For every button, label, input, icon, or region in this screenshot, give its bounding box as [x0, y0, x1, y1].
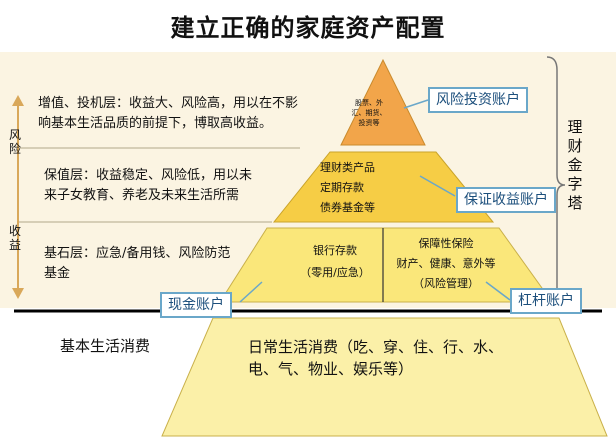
guaranteed-return-account: 保证收益账户: [456, 187, 556, 213]
middle-tier: [272, 151, 495, 223]
arrow-head-up: [12, 95, 24, 106]
pointer-line: [403, 99, 429, 109]
bottom-right-text: 保障性保险 财产、健康、意外等 （风险管理）: [396, 237, 496, 290]
axis-label-risk: 风 险: [8, 128, 21, 156]
layer-preserve-text: 保值层：收益稳定、风险低，用以未 来子女教育、养老及未来生活所需: [44, 168, 253, 203]
bottom-left-text: 银行存款 （零用/应急）: [300, 244, 370, 279]
leverage-account: 杠杆账户: [510, 288, 582, 314]
basic-living-label: 基本生活消费: [60, 337, 151, 355]
pointer-line: [239, 281, 263, 303]
pyramid-side-label: 理 财 金 字 塔: [567, 118, 583, 212]
pointer-line: [419, 175, 456, 197]
top-triangle: [340, 58, 426, 146]
middle-tier-text: 理财类产品 定期存款 债券基金等: [320, 161, 375, 214]
base-tier-text: 日常生活消费（吃、穿、住、行、水、 电、气、物业、娱乐等）: [248, 338, 504, 378]
layer-base-text: 基石层：应急/备用钱、风险防范 基金: [44, 246, 231, 281]
diagram-title: 建立正确的家庭资产配置: [170, 13, 446, 42]
base-tier: [161, 317, 608, 437]
risk-investment-account: 风险投资账户: [428, 87, 528, 113]
pyramid-bracket: [546, 56, 566, 312]
pointer-line: [485, 281, 511, 301]
axis-label-return: 收 益: [8, 224, 21, 252]
layer-growth-text: 增值、投机层：收益大、风险高，用以在不影 响基本生活品质的前提下，博取高收益。: [38, 96, 299, 131]
top-tier-text: 股票、外 汇、期货、 投资等: [351, 99, 387, 127]
cash-account: 现金账户: [160, 292, 232, 318]
arrow-head-down: [12, 288, 24, 299]
